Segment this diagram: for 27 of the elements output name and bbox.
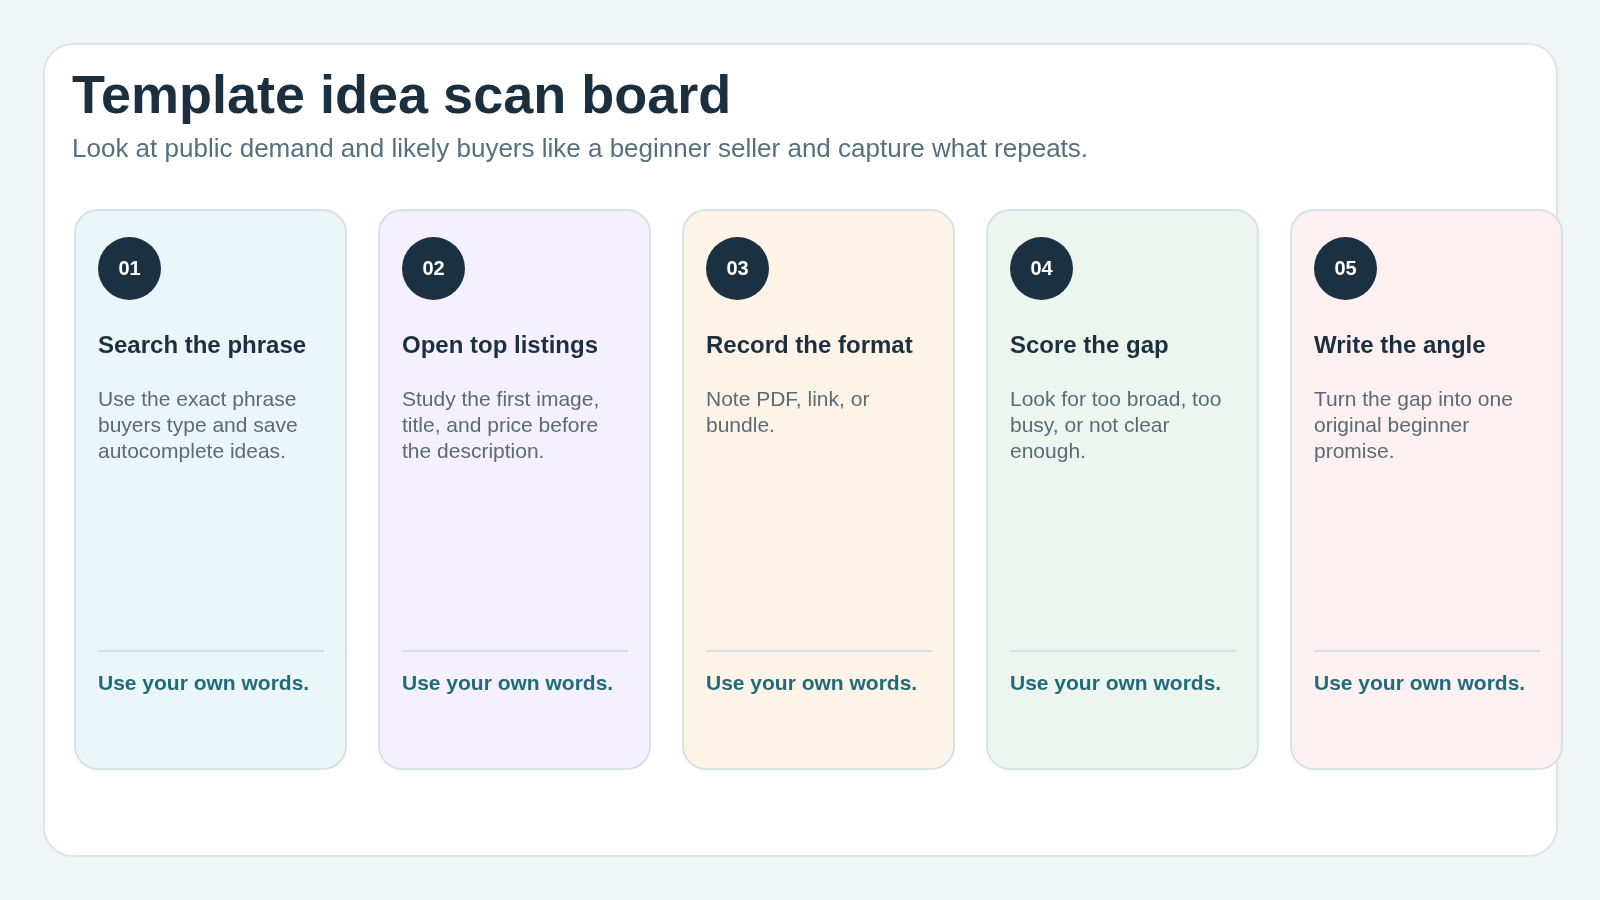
board-title: Template idea scan board: [72, 64, 732, 124]
step-description: Note PDF, link, or bundle.: [706, 386, 871, 438]
step-number: 05: [1314, 237, 1377, 300]
footer-note: Use your own words.: [402, 670, 615, 696]
footer-note: Use your own words.: [98, 670, 311, 696]
step-card: [986, 209, 1259, 770]
step-description: Look for too broad, too busy, or not clear enough.: [1010, 386, 1223, 464]
step-heading: Open top listings: [402, 330, 599, 360]
step-heading: Search the phrase: [98, 330, 308, 360]
step-number: 03: [706, 237, 769, 300]
step-description: Turn the gap into one original beginner promise.: [1314, 386, 1514, 464]
footer-note: Use your own words.: [706, 670, 919, 696]
footer-note: Use your own words.: [1314, 670, 1527, 696]
step-description: Study the first image, title, and price before the description.: [402, 386, 601, 464]
step-number: 04: [1010, 237, 1073, 300]
step-description: Use the exact phrase buyers type and save autocomplete ideas.: [98, 386, 299, 464]
step-card: [1290, 209, 1563, 770]
step-heading: Record the format: [706, 330, 914, 360]
step-heading: Score the gap: [1010, 330, 1170, 360]
board-subtitle: Look at public demand and likely buyers like a beginner seller and capture what repeats.: [72, 132, 1089, 164]
step-card: [682, 209, 955, 770]
step-number: 01: [98, 237, 161, 300]
footer-note: Use your own words.: [1010, 670, 1223, 696]
step-card: [378, 209, 651, 770]
step-number: 02: [402, 237, 465, 300]
step-heading: Write the angle: [1314, 330, 1487, 360]
step-card: [74, 209, 347, 770]
